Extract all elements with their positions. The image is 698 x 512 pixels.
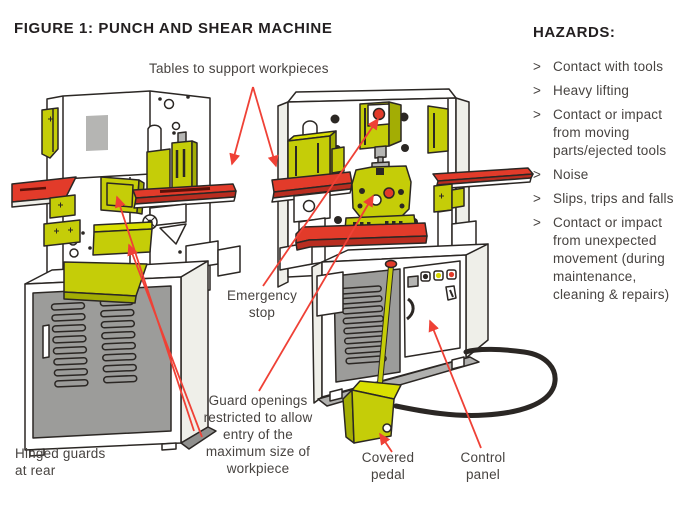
left-machine-base-cabinet xyxy=(24,260,217,457)
right-machine-illustration xyxy=(271,88,558,444)
hazard-item: > Noise xyxy=(533,166,695,184)
hazard-bullet: > xyxy=(533,83,542,98)
hazard-text: Contact with tools xyxy=(553,59,664,74)
rear-guard-rail xyxy=(63,221,153,304)
label-emergency-stop: Emergency stop xyxy=(226,288,298,320)
figure-title: FIGURE 1: PUNCH AND SHEAR MACHINE xyxy=(14,20,333,37)
hazard-item: > Contact with tools xyxy=(533,58,695,76)
hazard-bullet: > xyxy=(533,215,542,230)
control-panel-arrow xyxy=(428,319,482,449)
annotation-arrows xyxy=(114,86,482,453)
hinged-guards-arrow-lower xyxy=(127,243,203,438)
hazard-bullet: > xyxy=(533,59,542,74)
covered-pedal-graphic xyxy=(342,380,402,444)
label-control-panel: Control panel xyxy=(460,450,506,482)
hazard-text: Heavy lifting xyxy=(553,83,630,98)
hazards-list: > Contact with tools > Heavy lifting > C… xyxy=(533,58,695,310)
left-machine-illustration xyxy=(11,90,241,457)
guard-openings-arrow xyxy=(258,194,374,392)
hazard-item: > Slips, trips and falls xyxy=(533,190,695,208)
hazard-text: Noise xyxy=(553,167,589,182)
control-panel-buttons xyxy=(420,269,457,282)
hazard-bullet: > xyxy=(533,191,542,206)
tables-arrow-left xyxy=(229,86,254,166)
hazard-text: Contact or impact from unexpected moveme… xyxy=(553,215,670,302)
guard-opening-clamp xyxy=(295,222,428,251)
hazard-item: > Contact or impact from moving parts/ej… xyxy=(533,106,695,160)
covered-pedal-arrow xyxy=(379,432,393,453)
label-tables: Tables to support workpieces xyxy=(149,61,329,76)
left-machine-left-table xyxy=(11,176,81,247)
label-covered-pedal: Covered pedal xyxy=(361,450,415,482)
emergency-stop-button xyxy=(359,101,402,150)
hazard-bullet: > xyxy=(533,167,542,182)
left-rear-guard xyxy=(41,107,59,159)
left-machine-punch-assembly xyxy=(146,124,198,193)
hazard-item: > Heavy lifting xyxy=(533,82,695,100)
right-machine-base xyxy=(311,243,489,407)
tables-arrow-right xyxy=(252,86,279,168)
hazards-title: HAZARDS: xyxy=(533,24,616,41)
hazard-text: Slips, trips and falls xyxy=(553,191,674,206)
left-machine-lower-parts xyxy=(142,203,241,277)
left-machine-right-table xyxy=(132,183,237,209)
hazard-text: Contact or impact from moving parts/ejec… xyxy=(553,107,667,158)
hazard-bullet: > xyxy=(533,107,542,122)
foot-pedal-cable xyxy=(393,346,558,418)
control-panel-graphic xyxy=(403,260,461,358)
label-guard-openings: Guard openings restricted to allow entry… xyxy=(203,393,313,476)
label-hinged-guards: Hinged guards at rear xyxy=(15,446,106,478)
emergency-stop-arrow xyxy=(262,117,379,287)
hazard-item: > Contact or impact from unexpected move… xyxy=(533,214,695,304)
